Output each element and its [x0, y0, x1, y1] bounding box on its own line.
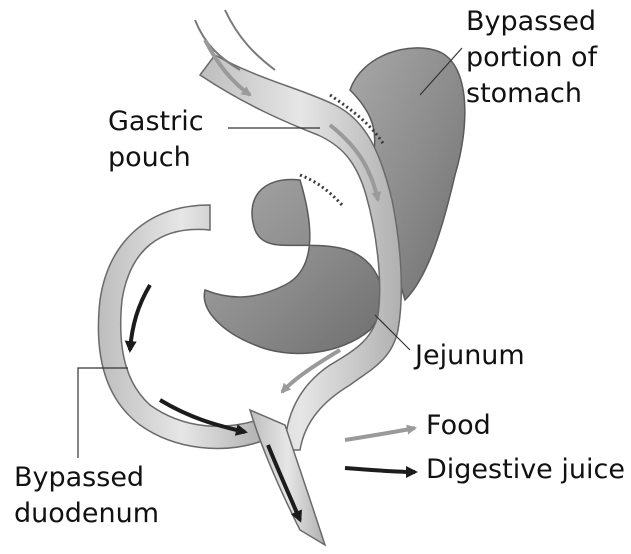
label-gastric-pouch: Gastric pouch — [108, 104, 204, 176]
label-line: Bypassed — [466, 4, 597, 40]
label-bypassed-duodenum: Bypassed duodenum — [14, 460, 159, 532]
legend-food-arrow — [345, 428, 415, 440]
label-jejunum: Jejunum — [415, 338, 525, 374]
label-line: portion of — [466, 40, 597, 76]
legend-juice-arrow — [345, 468, 415, 472]
juice-flow-arrow-1 — [130, 285, 150, 350]
label-line: stomach — [466, 76, 597, 112]
legend-food-label: Food — [426, 408, 491, 444]
common-channel-shape — [250, 410, 325, 545]
label-bypassed-stomach: Bypassed portion of stomach — [466, 4, 597, 112]
label-line: pouch — [108, 140, 204, 176]
label-line: duodenum — [14, 496, 159, 532]
legend-digestive-juice-label: Digestive juice — [426, 452, 625, 488]
label-line: Bypassed — [14, 460, 159, 496]
label-line: Gastric — [108, 104, 204, 140]
stomach-body-shape — [204, 180, 382, 354]
